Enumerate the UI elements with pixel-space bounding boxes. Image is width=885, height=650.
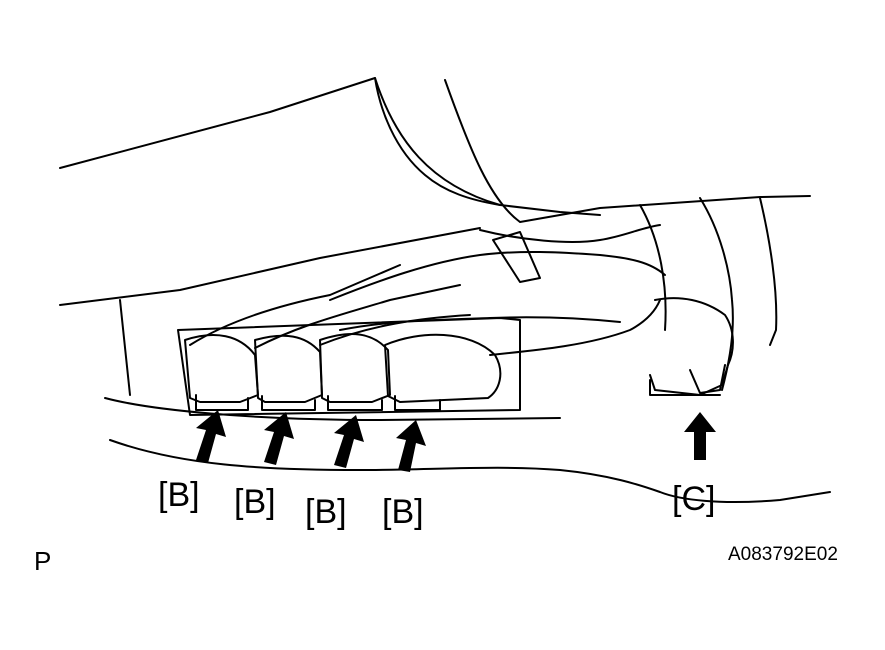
callout-b-4: [B] <box>382 493 424 531</box>
upper-panel-outline <box>59 77 601 216</box>
right-housing <box>699 197 778 391</box>
harness-bundle-top <box>479 224 661 243</box>
connector-c-base <box>649 379 721 396</box>
arrow-b3 <box>334 415 364 468</box>
arrow-b1 <box>196 410 226 463</box>
connector-b4-lock <box>394 395 441 411</box>
ecu-block-outline <box>177 317 521 416</box>
arrow-b4 <box>396 420 426 472</box>
connector-b3-body <box>319 333 391 403</box>
body-contour-right <box>444 79 811 223</box>
harness-bundle-mid <box>329 250 666 301</box>
figure-id: A083792E02 <box>728 544 838 565</box>
connector-c-body <box>649 297 734 396</box>
connector-b2-body <box>254 334 323 403</box>
lower-contour <box>109 439 831 503</box>
connector-b3-lock <box>327 395 383 411</box>
callout-b-3: [B] <box>305 493 347 531</box>
upper-panel-edge <box>374 77 501 206</box>
connector-b2-lock <box>261 395 316 411</box>
arrow-c <box>684 412 716 460</box>
view-letter: P <box>34 546 52 576</box>
wire-lead-4 <box>489 299 661 356</box>
harness-clamp <box>492 231 541 283</box>
lower-floor-line <box>59 227 481 306</box>
right-housing-inner <box>639 204 667 331</box>
connector-c-tab <box>689 364 726 394</box>
wire-lead-1 <box>189 264 401 346</box>
callout-c: [C] <box>672 480 716 518</box>
connector-b1-lock <box>195 394 249 411</box>
wire-lead-3 <box>319 314 471 346</box>
callout-b-2: [B] <box>234 483 276 521</box>
arrow-b2 <box>264 412 294 465</box>
lower-left-edge <box>119 299 131 396</box>
wire-lead-2 <box>254 284 461 349</box>
connector-b1-body <box>184 334 259 403</box>
callout-b-1: [B] <box>158 476 200 514</box>
connector-b4-body <box>384 333 502 403</box>
